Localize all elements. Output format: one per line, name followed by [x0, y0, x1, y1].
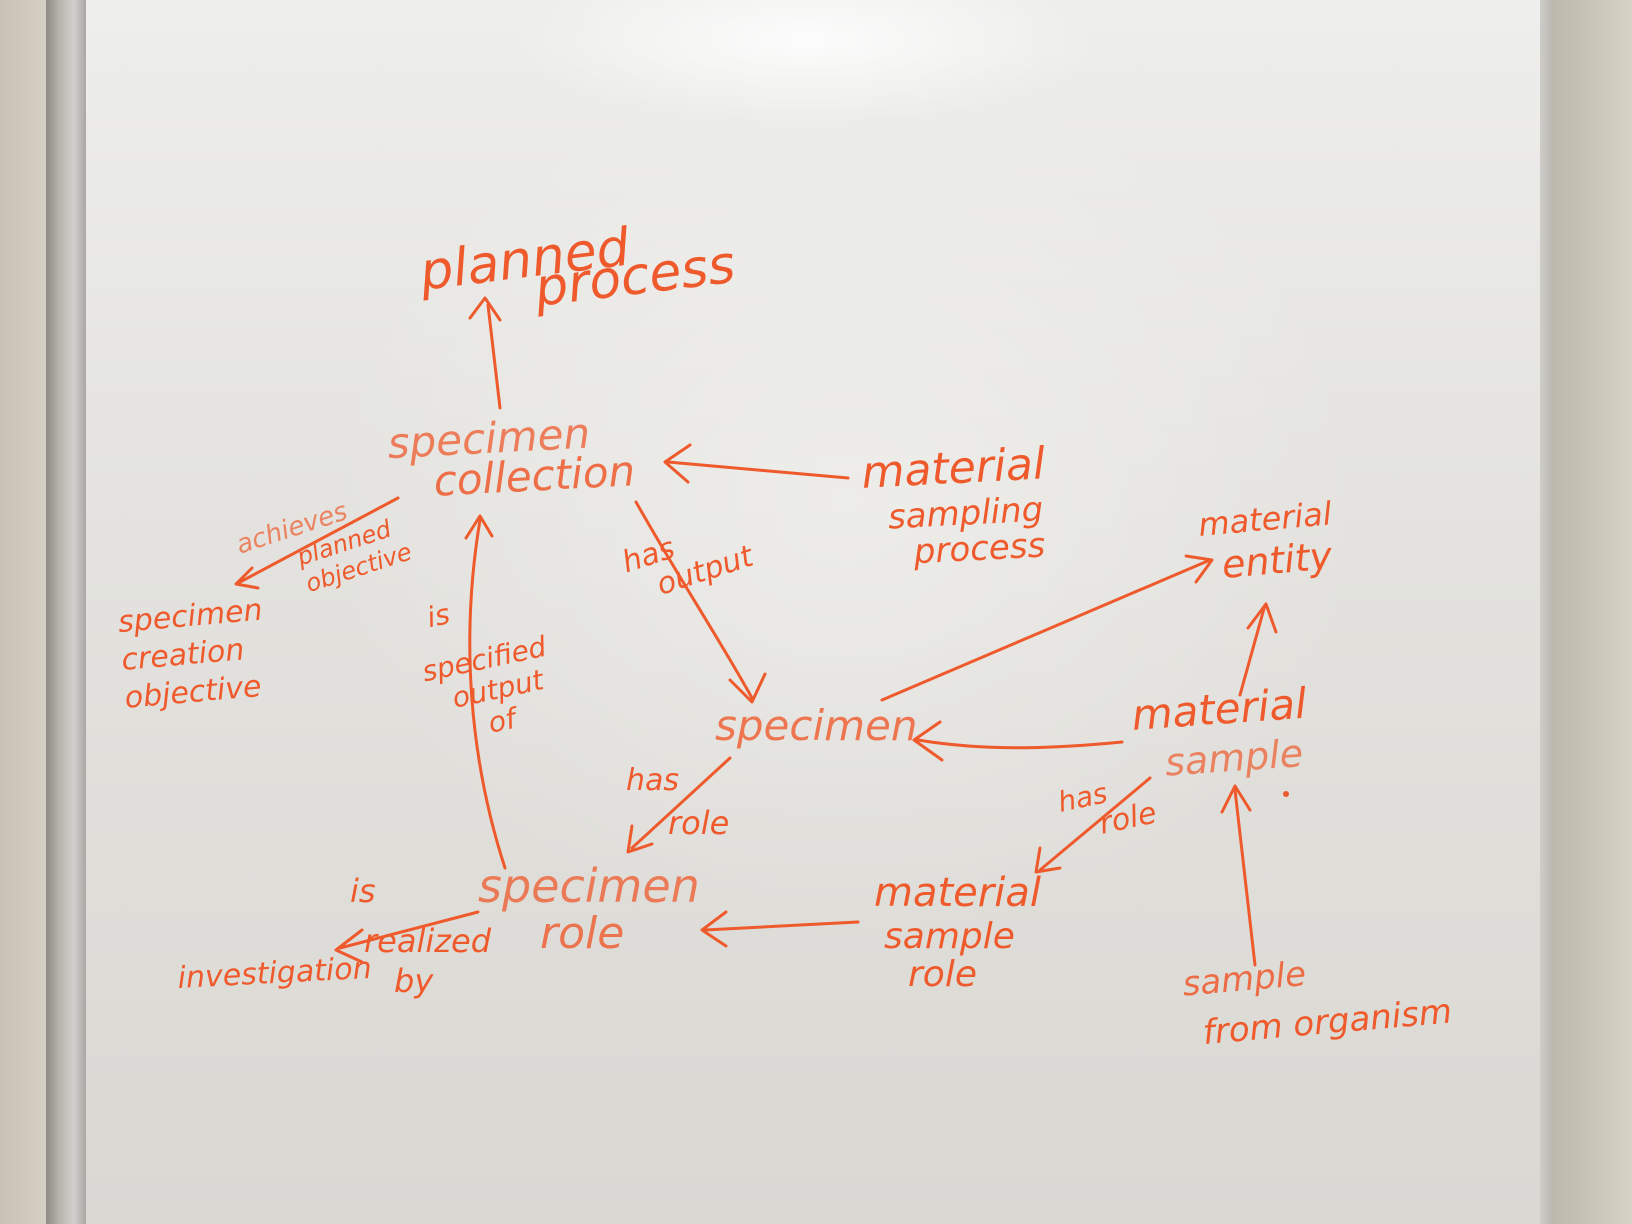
node-specimen-creation-objective: specimen creation objective	[117, 592, 276, 716]
node-material-sampling-process-line1: material	[860, 438, 1047, 499]
edge-collection-to-objective	[234, 496, 400, 590]
node-specimen-collection-line1: specimen	[386, 409, 591, 469]
node-material-entity-line2: entity	[1220, 534, 1334, 587]
node-material-sample-role-line3: role	[908, 954, 977, 995]
edge-sample-to-sample-role	[1034, 776, 1152, 874]
edge-sample-to-entity	[1238, 602, 1278, 697]
node-specimen-role-line2: role	[540, 908, 624, 959]
node-material-sample-role-line1: material	[874, 870, 1041, 916]
node-material-sample-role: material sample role	[874, 870, 1046, 995]
edge-role-to-collection	[464, 514, 507, 870]
whiteboard-frame	[46, 0, 86, 1224]
edge-sampling-to-collection	[663, 443, 850, 484]
label-realized-is: is	[350, 872, 376, 910]
node-planned-process: planned process	[416, 205, 739, 333]
node-material-entity: material entity	[1197, 494, 1342, 589]
edges	[234, 296, 1278, 967]
wall-left	[0, 0, 46, 1224]
label-sample-has-role: has role	[1055, 767, 1160, 849]
edge-collection-to-planned-process	[468, 296, 502, 410]
label-has-output: has output	[618, 508, 759, 611]
whiteboard-right-edge	[1540, 0, 1554, 1224]
label-of: of	[485, 701, 522, 740]
node-specimen-collection: specimen collection	[386, 406, 636, 508]
node-material-sampling-process: material sampling process	[860, 438, 1055, 575]
node-sample-from-organism-line1: sample	[1181, 954, 1308, 1005]
label-realized: realized	[364, 922, 492, 960]
node-investigation: investigation	[177, 951, 373, 996]
node-material-sample: material sample	[1130, 678, 1317, 786]
node-sample-from-organism-line2: from organism	[1201, 991, 1453, 1053]
node-material-sampling-process-line3: process	[912, 525, 1046, 572]
node-specimen-collection-line2: collection	[432, 446, 636, 505]
marker-dot	[1283, 791, 1289, 797]
whiteboard-surface	[86, 0, 1552, 1224]
node-material-sample-line2: sample	[1164, 731, 1305, 785]
edge-organism-to-sample	[1220, 784, 1257, 967]
label-specimen-has-role: has role	[626, 763, 729, 842]
edge-specimen-to-entity	[880, 554, 1214, 702]
node-material-sample-role-line2: sample	[884, 916, 1015, 957]
edge-sample-role-to-specimen-role	[700, 910, 860, 948]
edge-specimen-to-role	[626, 756, 732, 854]
label-is-realized-by: is realized by	[350, 872, 496, 1000]
node-specimen: specimen	[715, 701, 918, 750]
edge-collection-to-specimen	[634, 500, 767, 704]
node-material-sample-line1: material	[1130, 679, 1309, 740]
wall-right	[1552, 0, 1632, 1224]
node-material-sampling-process-line2: sampling	[887, 489, 1044, 537]
node-sample-from-organism: sample from organism	[1181, 942, 1454, 1055]
edge-role-to-investigation	[334, 910, 480, 964]
node-specimen-role: specimen role	[478, 859, 705, 959]
edge-sample-to-specimen	[912, 720, 1124, 762]
label-is-specified-output-of: is specified output of	[408, 578, 567, 751]
label-specimen-has: has	[626, 763, 679, 798]
node-specimen-role-line1: specimen	[478, 859, 700, 913]
label-is: is	[424, 597, 453, 634]
label-realized-by: by	[394, 962, 434, 1000]
label-specimen-role-word: role	[668, 804, 729, 842]
